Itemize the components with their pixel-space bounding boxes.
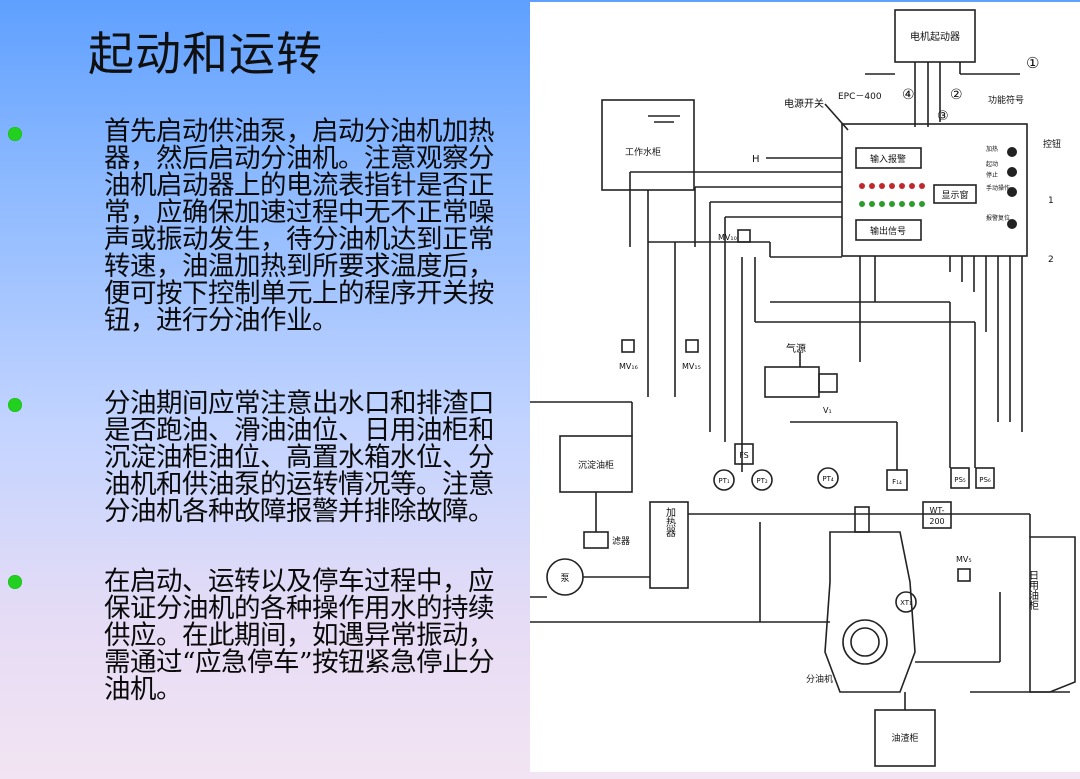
pt4-label: PT₄	[822, 475, 833, 483]
separator-body	[824, 531, 916, 693]
control-knobs	[1007, 147, 1017, 229]
alarm-led-row	[859, 183, 925, 207]
work-water-tank	[601, 99, 695, 191]
f14-label: F₁₄	[892, 478, 902, 486]
pump-label: 泵	[560, 573, 569, 584]
mv10-label: MV₁₀	[718, 233, 737, 242]
bullet-text-1: 首先启动供油泵，启动分油机加热器，然后启动分油机。注意观察分油机启动器上的电流表…	[104, 116, 495, 336]
motor-starter-label: 电机起动器	[910, 30, 960, 43]
func-heat-label: 加热	[986, 145, 998, 153]
display-label: 显示窗	[941, 189, 968, 201]
output-signal-label: 输出信号	[870, 225, 906, 237]
func-reset-label: 报警复位	[986, 214, 1010, 222]
circle-3-label: ③	[937, 109, 949, 124]
wt200-label-a: WT-	[930, 506, 945, 515]
mv15-label: MV₁₅	[682, 362, 701, 371]
motor-starter-box	[894, 9, 976, 63]
sludge-tank-label: 油渣柜	[891, 732, 918, 744]
bullet-dot-icon	[8, 575, 22, 589]
func-stop-label: 停止	[986, 171, 998, 179]
separator-system-diagram: 电机起动器 电源开关 EPC－400 功能符号 控钮 工作水柜 H 输入报警 显…	[530, 2, 1080, 772]
bullet-dot-icon	[8, 398, 22, 412]
air-source-label: 气源	[786, 342, 806, 355]
v1-label: V₁	[823, 406, 832, 415]
mv16-label: MV₁₆	[619, 362, 638, 371]
heater-label: 加热器	[664, 507, 676, 538]
bullet-text-3: 在启动、运转以及停车过程中，应保证分油机的各种操作用水的持续供应。在此期间，如遇…	[104, 566, 495, 705]
epc-label: EPC－400	[838, 92, 882, 102]
bullet-text-2: 分油期间应常注意出水口和排渣口是否跑油、滑油油位、日用油柜和沉淀油柜油位、高置水…	[104, 388, 495, 527]
func-manual-label: 手动操作	[986, 184, 1010, 192]
slide-title: 起动和运转	[88, 27, 323, 81]
input-alarm-label: 输入报警	[870, 153, 906, 165]
ps6-label: PS₆	[979, 476, 991, 484]
daily-tank-label: 日用油柜	[1027, 570, 1039, 611]
control-button-label: 控钮	[1043, 138, 1061, 150]
pt1-label: PT₁	[718, 477, 729, 485]
separator-label: 分油机	[806, 673, 833, 685]
func-start-label: 起动	[986, 160, 998, 168]
settling-tank-label: 沉淀油柜	[578, 459, 614, 471]
filter-label: 滤器	[612, 535, 630, 547]
function-symbol-label: 功能符号	[988, 94, 1024, 106]
pt2-label: PT₂	[756, 477, 767, 485]
fs-label: FS	[739, 451, 749, 460]
num-1-label: 1	[1048, 196, 1054, 206]
daily-oil-tank	[1029, 536, 1076, 693]
h-label: H	[752, 154, 760, 165]
circle-4-label: ④	[902, 87, 915, 103]
epc-400-box	[841, 123, 1028, 257]
wt200-label-b: 200	[929, 517, 944, 526]
bullet-dot-icon	[8, 127, 22, 141]
circle-1-label: ①	[1026, 54, 1039, 72]
mv5-label: MV₅	[956, 555, 972, 564]
heater-box	[649, 501, 689, 589]
power-switch-label: 电源开关	[784, 97, 824, 110]
xt1-label: XT₁	[900, 599, 912, 607]
work-water-tank-label: 工作水柜	[625, 146, 661, 158]
num-2-label: 2	[1048, 255, 1054, 265]
diagram-svg: 电机起动器 电源开关 EPC－400 功能符号 控钮 工作水柜 H 输入报警 显…	[530, 9, 1076, 767]
circle-2-label: ②	[950, 87, 963, 103]
ps5-label: PS₅	[954, 476, 966, 484]
